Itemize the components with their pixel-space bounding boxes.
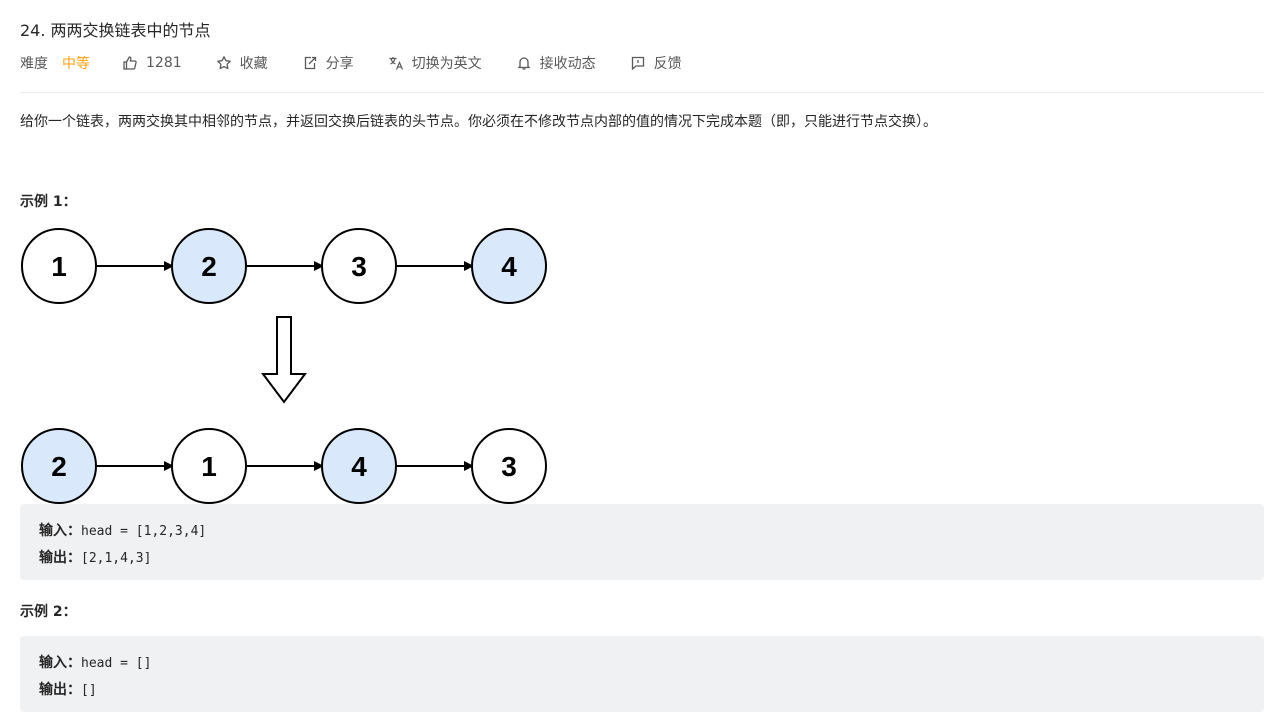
translate-button[interactable]: 切换为英文: [388, 53, 482, 73]
feedback-label: 反馈: [653, 56, 682, 72]
example-1-output-line: 输出： [2,1,4,3]: [39, 545, 1245, 572]
example-1-title: 示例 1：: [20, 194, 77, 210]
svg-text:1: 1: [51, 251, 67, 282]
subscribe-button[interactable]: 接收动态: [516, 53, 596, 73]
translate-label: 切换为英文: [411, 56, 482, 72]
meta-divider: [20, 92, 1264, 93]
favorite-label: 收藏: [239, 56, 268, 72]
before-node-1: 1: [21, 228, 97, 304]
example-2-input-line: 输入： head = []: [39, 650, 1245, 677]
example-2-output-label: 输出：: [39, 682, 81, 698]
before-node-4: 4: [471, 228, 547, 304]
before-node-3: 3: [321, 228, 397, 304]
svg-text:3: 3: [501, 451, 517, 482]
linked-list-swap-diagram: 1 2 3 4 2 1 4 3: [21, 228, 547, 504]
share-icon: [302, 55, 318, 71]
difficulty-label: 难度: [20, 56, 48, 72]
share-button[interactable]: 分享: [302, 53, 354, 73]
svg-text:2: 2: [201, 251, 217, 282]
difficulty-value: 中等: [62, 56, 90, 72]
example-1-input-line: 输入： head = [1,2,3,4]: [39, 518, 1245, 545]
example-2-output-value: []: [81, 683, 97, 698]
after-node-2: 1: [171, 428, 247, 504]
after-node-4: 3: [471, 428, 547, 504]
after-node-3: 4: [321, 428, 397, 504]
like-button[interactable]: 1281: [122, 55, 182, 71]
example-1-code-block: 输入： head = [1,2,3,4] 输出： [2,1,4,3]: [20, 504, 1264, 580]
example-2-input-value: head = []: [81, 656, 152, 671]
after-node-1: 2: [21, 428, 97, 504]
svg-text:4: 4: [501, 251, 517, 282]
transform-down-arrow: [261, 316, 307, 404]
svg-text:1: 1: [201, 451, 217, 482]
thumbs-up-icon: [122, 55, 138, 71]
translate-icon: [388, 55, 404, 71]
svg-text:2: 2: [51, 451, 67, 482]
favorite-button[interactable]: 收藏: [216, 53, 268, 73]
star-icon: [216, 55, 232, 71]
example-2-output-line: 输出： []: [39, 677, 1245, 704]
example-1-output-value: [2,1,4,3]: [81, 551, 152, 566]
problem-meta-bar: 难度 中等 1281 收藏 分享: [20, 53, 682, 73]
problem-description: 给你一个链表，两两交换其中相邻的节点，并返回交换后链表的头节点。你必须在不修改节…: [20, 114, 937, 130]
svg-text:3: 3: [351, 251, 367, 282]
feedback-button[interactable]: 反馈: [630, 53, 682, 73]
svg-text:4: 4: [351, 451, 367, 482]
problem-title: 24. 两两交换链表中的节点: [20, 21, 211, 40]
before-node-2: 2: [171, 228, 247, 304]
example-2-title: 示例 2：: [20, 604, 77, 620]
example-2-code-block: 输入： head = [] 输出： []: [20, 636, 1264, 712]
example-2-input-label: 输入：: [39, 655, 81, 671]
like-count: 1281: [146, 55, 182, 71]
example-1-input-value: head = [1,2,3,4]: [81, 524, 207, 539]
example-1-input-label: 输入：: [39, 523, 81, 539]
subscribe-label: 接收动态: [539, 56, 596, 72]
bell-icon: [516, 55, 532, 71]
example-1-output-label: 输出：: [39, 550, 81, 566]
share-label: 分享: [325, 56, 354, 72]
feedback-icon: [630, 55, 646, 71]
